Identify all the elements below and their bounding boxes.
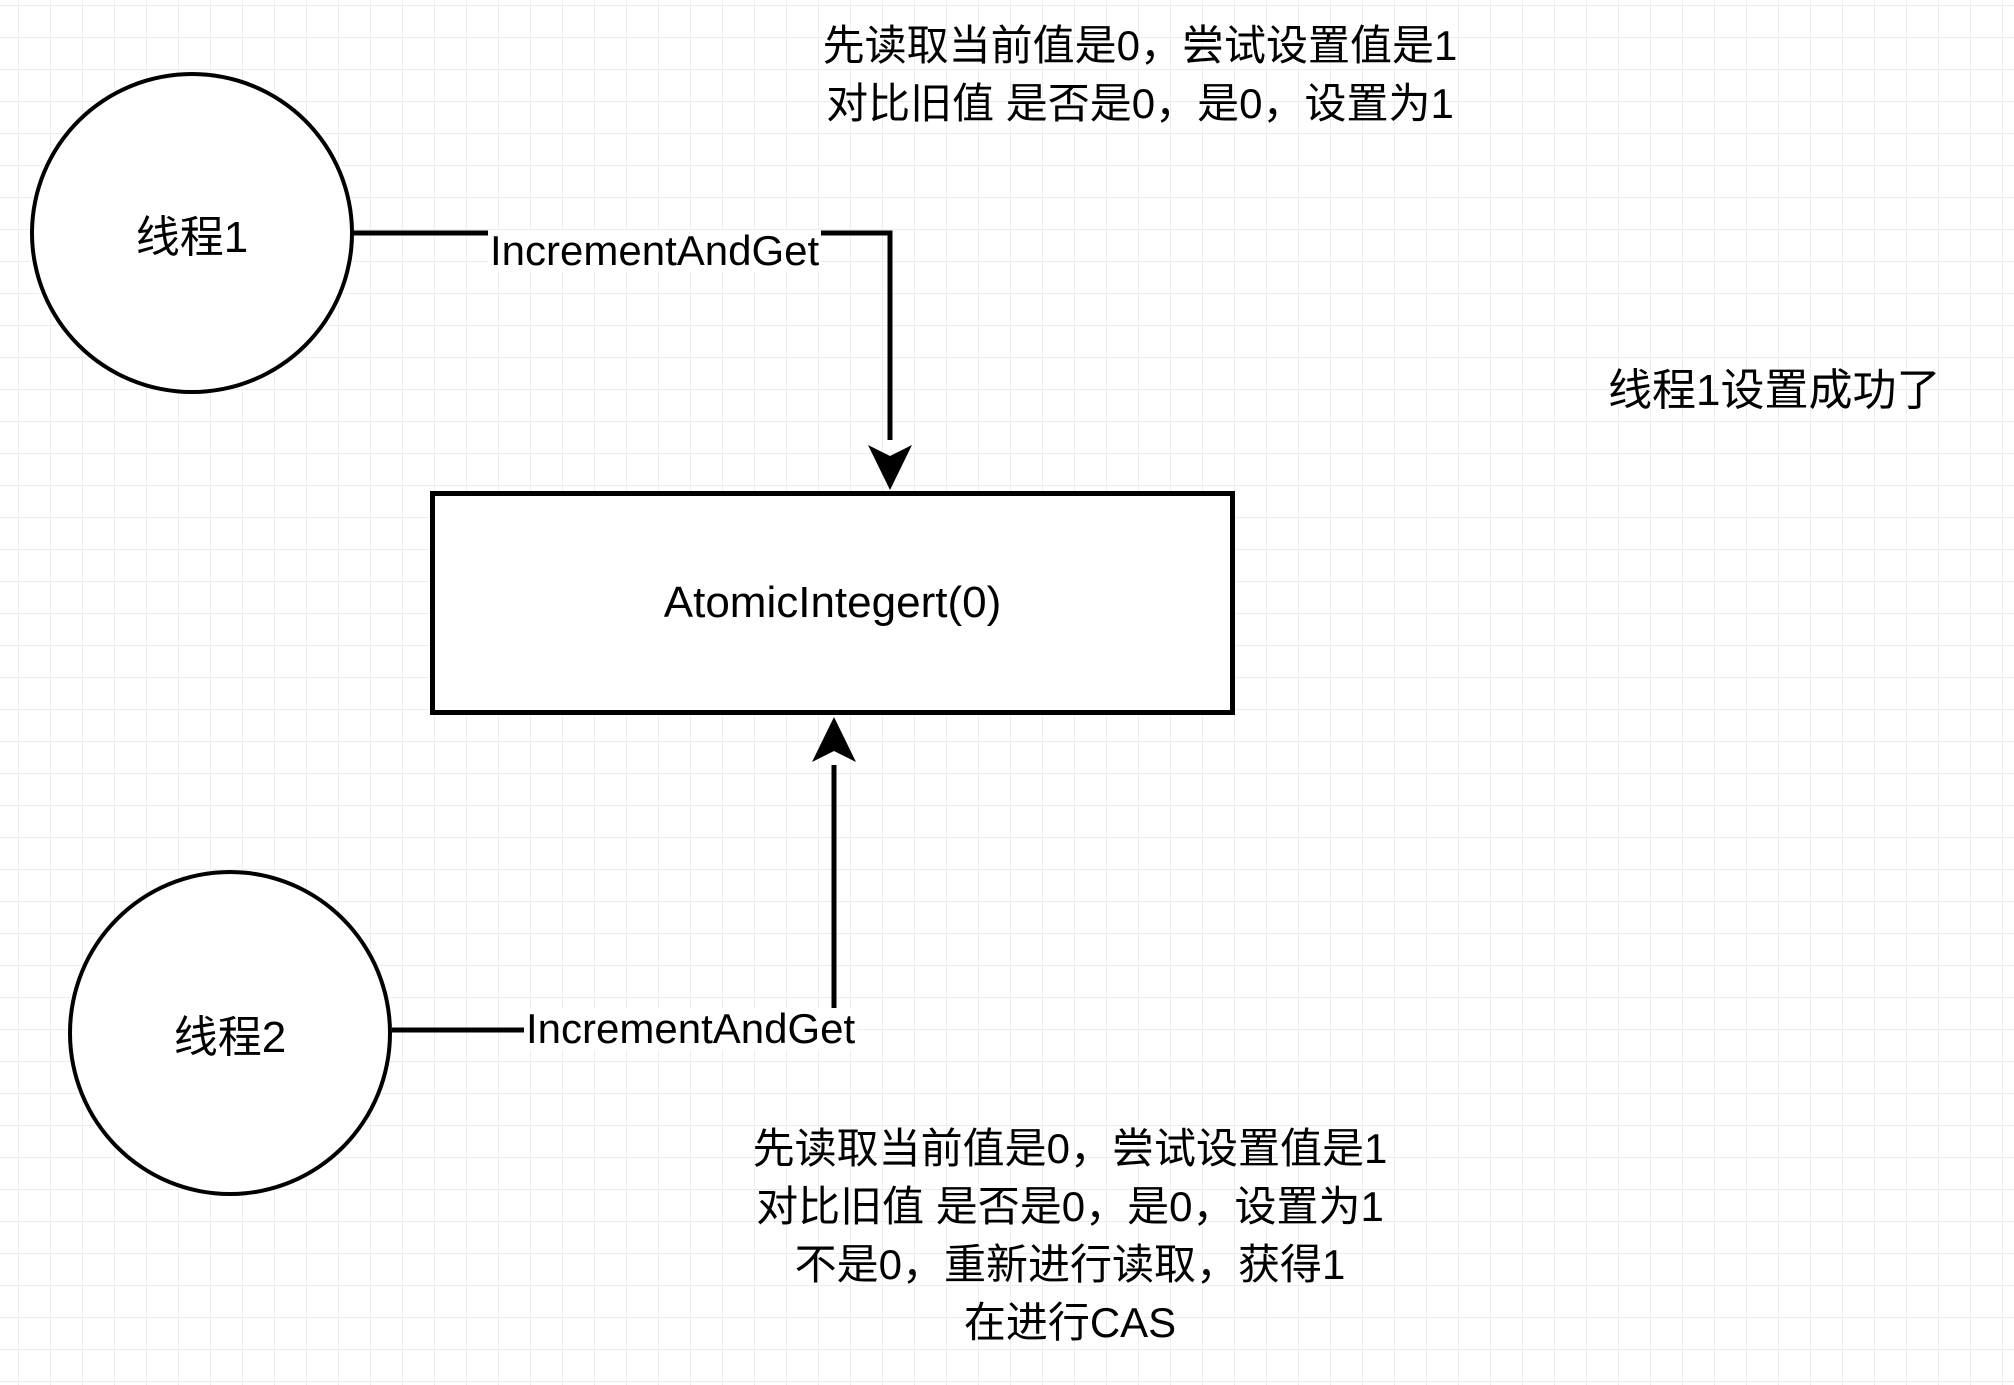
arrowhead-thread2 — [812, 717, 856, 762]
thread2-node[interactable]: 线程2 — [68, 870, 392, 1196]
edge-thread2-to-atomic — [392, 765, 837, 1033]
thread1-label: 线程1 — [135, 213, 249, 262]
note-thread1-cas[interactable]: 先读取当前值是0，尝试设置值是1 对比旧值 是否是0，是0，设置为1 — [770, 17, 1510, 133]
arrowhead-thread1 — [868, 445, 912, 490]
note-bottom-line: 不是0，重新进行读取，获得1 — [794, 1241, 1346, 1288]
edge-label-thread2[interactable]: IncrementAndGet — [524, 1005, 858, 1052]
note-thread2-cas[interactable]: 先读取当前值是0，尝试设置值是1 对比旧值 是否是0，是0，设置为1 不是0，重… — [700, 1120, 1440, 1352]
atomic-integer-label: AtomicIntegert(0) — [663, 578, 1002, 627]
note-bottom-line: 在进行CAS — [963, 1299, 1177, 1346]
note-bottom-line: 对比旧值 是否是0，是0，设置为1 — [756, 1183, 1384, 1230]
note-top-line: 对比旧值 是否是0，是0，设置为1 — [826, 80, 1454, 127]
note-thread1-success[interactable]: 线程1设置成功了 — [1608, 366, 1941, 415]
edge-label-thread1[interactable]: IncrementAndGet — [488, 227, 822, 274]
note-top-line: 先读取当前值是0，尝试设置值是1 — [822, 22, 1458, 69]
thread1-node[interactable]: 线程1 — [30, 72, 354, 394]
note-bottom-line: 先读取当前值是0，尝试设置值是1 — [752, 1125, 1388, 1172]
thread2-label: 线程2 — [173, 1013, 287, 1062]
atomic-integer-node[interactable]: AtomicIntegert(0) — [430, 491, 1235, 715]
